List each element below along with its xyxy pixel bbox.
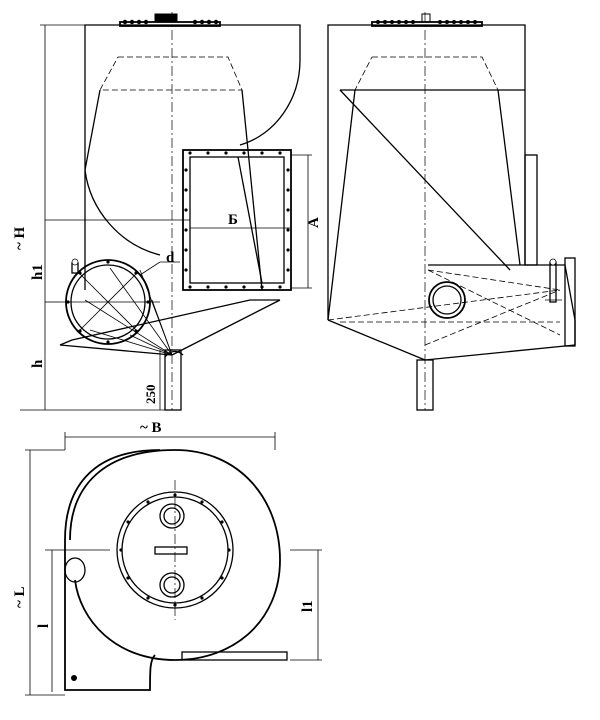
dim-label-B-cyr: Б [228,212,238,228]
dim-label-B: ~ B [140,420,162,436]
front-view [20,12,312,411]
dim-label-250: 250 [143,385,158,405]
outlet-flange-bolts [184,151,290,289]
dim-label-h: h [30,359,46,368]
side-view [327,12,576,411]
dim-label-A: A [306,217,322,228]
plan-view [25,432,322,696]
side-top-bolts [376,20,477,24]
dim-label-l1: l1 [300,600,316,612]
dim-label-d: d [166,250,175,266]
top-bolts [122,19,219,25]
inlet-flange-bolts [66,260,150,344]
dim-label-l: l [36,624,52,628]
plan-flange-bolts [119,493,231,607]
dim-label-H: ~ H [12,226,28,250]
dim-label-L: ~ L [12,586,28,608]
dim-label-h1: h1 [30,264,46,280]
